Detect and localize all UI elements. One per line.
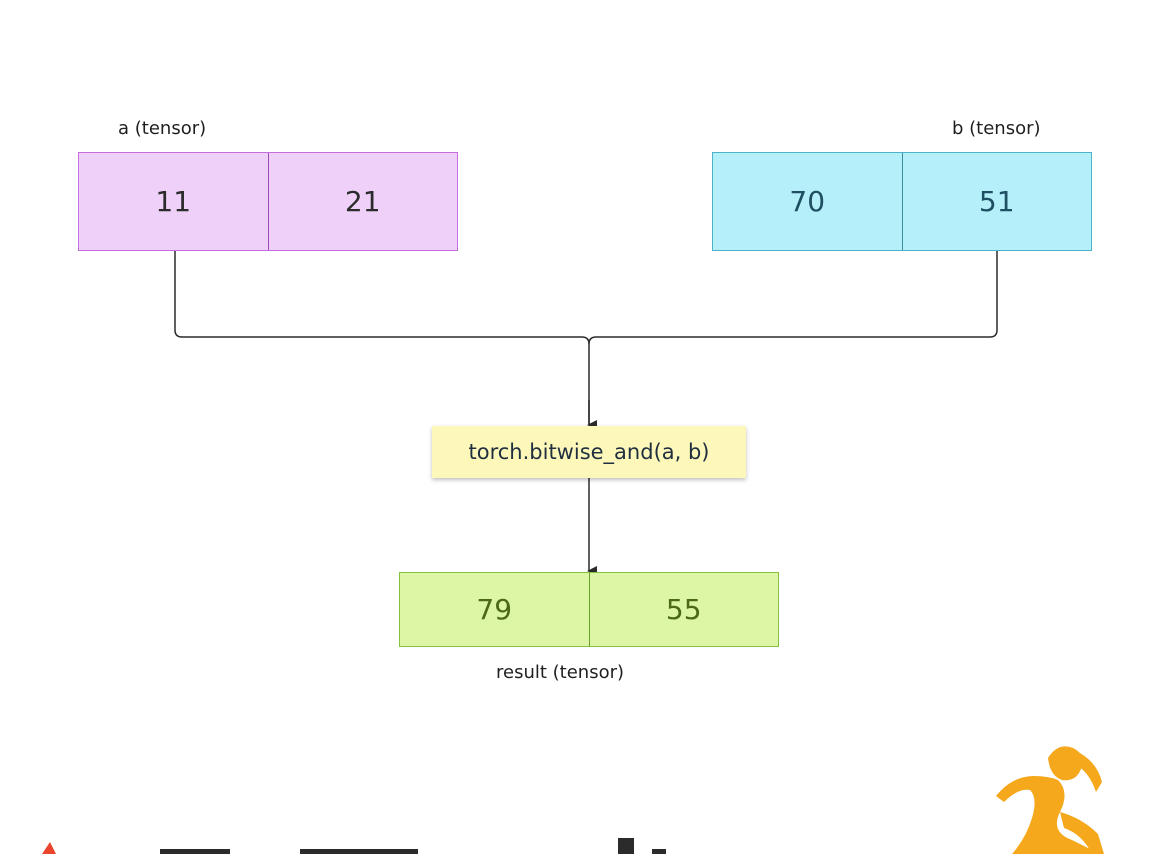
tensor-b: 70 51	[712, 152, 1092, 251]
tensor-result: 79 55	[399, 572, 779, 647]
tensor-result-cell-1: 55	[588, 573, 779, 646]
tensor-a-cell-1: 21	[267, 153, 458, 250]
tensor-result-label: result (tensor)	[496, 662, 625, 683]
operation-box: torch.bitwise_and(a, b)	[432, 426, 746, 478]
orange-dancing-figure-icon	[996, 746, 1104, 854]
tensor-a-label: a (tensor)	[118, 118, 207, 139]
tensor-b-cell-0: 70	[789, 185, 826, 218]
tensor-b-label: b (tensor)	[952, 118, 1041, 139]
tensor-a-cell-0: 11	[155, 185, 192, 218]
tensor-result-cell-0: 79	[476, 593, 513, 626]
pytorch-logo-partial	[42, 838, 666, 854]
tensor-b-cell-1: 51	[901, 153, 1092, 250]
connector-from-b	[588, 251, 998, 345]
tensor-a: 11 21	[78, 152, 458, 251]
